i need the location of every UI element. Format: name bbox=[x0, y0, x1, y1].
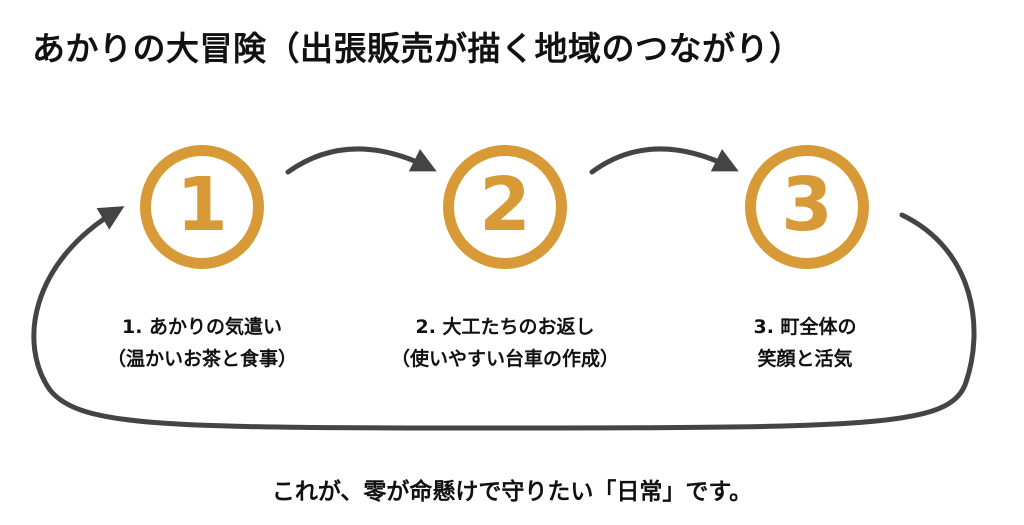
step-3-circle: 3 bbox=[745, 145, 869, 269]
step-2-line2: （使いやすい台車の作成） bbox=[390, 348, 619, 370]
step-2-line1: 2. 大工たちのお返し bbox=[415, 316, 595, 338]
arrow-1-to-2 bbox=[285, 146, 437, 175]
step-2-circle: 2 bbox=[443, 145, 567, 269]
step-2-number: 2 bbox=[479, 162, 531, 248]
step-2-label: 2. 大工たちのお返し （使いやすい台車の作成） bbox=[375, 311, 635, 375]
step-3-label: 3. 町全体の 笑顔と活気 bbox=[715, 311, 895, 375]
page-title: あかりの大冒険（出張販売が描く地域のつながり） bbox=[32, 29, 803, 68]
step-3-line2: 笑顔と活気 bbox=[757, 348, 853, 370]
step-1-number: 1 bbox=[176, 162, 228, 248]
footer-caption: これが、零が命懸けで守りたい「日常」です。 bbox=[271, 479, 753, 505]
arrow-loop-back bbox=[31, 206, 977, 431]
step-1-line2: （温かいお茶と食事） bbox=[106, 348, 297, 370]
step-1-label: 1. あかりの気遣い （温かいお茶と食事） bbox=[92, 311, 312, 375]
step-1-circle: 1 bbox=[140, 145, 264, 269]
step-3-number: 3 bbox=[781, 162, 833, 248]
arrow-2-to-3 bbox=[589, 146, 739, 175]
step-1-line1: 1. あかりの気遣い bbox=[121, 316, 283, 338]
step-3-line1: 3. 町全体の bbox=[753, 316, 857, 338]
